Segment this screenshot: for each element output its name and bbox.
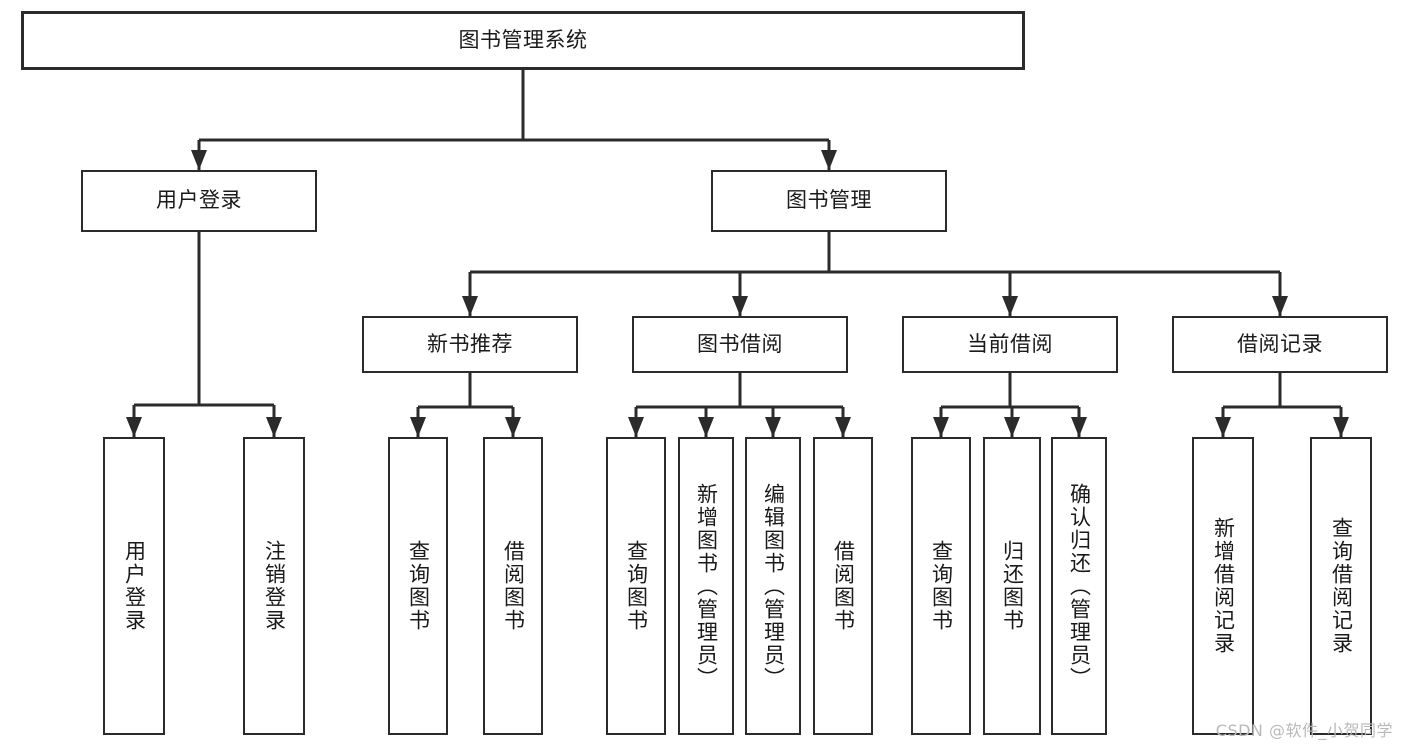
node-label: 借阅图书 xyxy=(831,540,856,632)
node-label: 注销登录 xyxy=(262,540,287,632)
node-label: 用户登录 xyxy=(156,188,242,213)
node-label: 编辑图书（管理员） xyxy=(761,482,786,690)
node-user-login[interactable]: 用户登录 xyxy=(81,170,317,232)
node-leaf-confirm-return[interactable]: 确认归还（管理员） xyxy=(1051,437,1107,735)
node-root[interactable]: 图书管理系统 xyxy=(21,11,1025,70)
node-label: 查询图书 xyxy=(406,540,431,632)
node-label: 当前借阅 xyxy=(967,331,1053,356)
node-leaf-query-book-2[interactable]: 查询图书 xyxy=(606,437,666,735)
arrow-head-book-borrow xyxy=(732,296,748,316)
node-leaf-query-book-3[interactable]: 查询图书 xyxy=(911,437,971,735)
arrow-head-leaf-query-record xyxy=(1333,417,1349,437)
node-new-book-rec[interactable]: 新书推荐 xyxy=(362,316,578,373)
arrow-head-leaf-user-login xyxy=(126,417,142,437)
arrow-head-borrow-record xyxy=(1272,296,1288,316)
arrow-head-book-manage xyxy=(821,150,837,170)
arrow-head-new-book-rec xyxy=(462,296,478,316)
node-leaf-user-login[interactable]: 用户登录 xyxy=(103,437,165,735)
node-book-manage[interactable]: 图书管理 xyxy=(711,170,947,232)
arrow-head-leaf-borrow-book-1 xyxy=(505,417,521,437)
node-label: 借阅记录 xyxy=(1237,331,1323,356)
node-leaf-query-book-1[interactable]: 查询图书 xyxy=(388,437,448,735)
node-label: 图书管理系统 xyxy=(458,27,588,52)
arrow-head-leaf-borrow-book-2 xyxy=(835,417,851,437)
node-label: 查询图书 xyxy=(929,540,954,632)
arrow-head-leaf-query-book-2 xyxy=(628,417,644,437)
node-label: 新书推荐 xyxy=(427,331,513,356)
arrow-head-leaf-confirm-return xyxy=(1071,417,1087,437)
node-leaf-add-book[interactable]: 新增图书（管理员） xyxy=(678,437,734,735)
node-leaf-query-record[interactable]: 查询借阅记录 xyxy=(1310,437,1372,735)
node-label: 归还图书 xyxy=(1000,540,1025,632)
node-label: 确认归还（管理员） xyxy=(1067,482,1092,690)
node-leaf-add-record[interactable]: 新增借阅记录 xyxy=(1192,437,1254,735)
node-leaf-return-book[interactable]: 归还图书 xyxy=(983,437,1041,735)
node-borrow-record[interactable]: 借阅记录 xyxy=(1172,316,1388,373)
node-label: 用户登录 xyxy=(122,540,147,632)
node-label: 查询图书 xyxy=(624,540,649,632)
arrow-head-leaf-query-book-1 xyxy=(410,417,426,437)
node-leaf-logout[interactable]: 注销登录 xyxy=(243,437,305,735)
arrow-head-leaf-return-book xyxy=(1004,417,1020,437)
watermark-text: CSDN @软件_小贺同学 xyxy=(1215,721,1393,740)
arrow-head-leaf-edit-book xyxy=(765,417,781,437)
node-label: 图书管理 xyxy=(786,188,872,213)
node-book-borrow[interactable]: 图书借阅 xyxy=(632,316,848,373)
node-leaf-edit-book[interactable]: 编辑图书（管理员） xyxy=(745,437,801,735)
arrow-head-leaf-add-record xyxy=(1215,417,1231,437)
node-label: 借阅图书 xyxy=(501,540,526,632)
node-leaf-borrow-book-2[interactable]: 借阅图书 xyxy=(813,437,873,735)
node-label: 新增图书（管理员） xyxy=(694,482,719,690)
arrow-head-leaf-logout xyxy=(266,417,282,437)
arrow-head-leaf-query-book-3 xyxy=(933,417,949,437)
arrow-head-user-login xyxy=(191,150,207,170)
node-label: 图书借阅 xyxy=(697,331,783,356)
node-current-borrow[interactable]: 当前借阅 xyxy=(902,316,1118,373)
arrow-head-current-borrow xyxy=(1002,296,1018,316)
node-label: 查询借阅记录 xyxy=(1329,517,1354,655)
node-leaf-borrow-book-1[interactable]: 借阅图书 xyxy=(483,437,543,735)
arrow-head-leaf-add-book xyxy=(698,417,714,437)
node-label: 新增借阅记录 xyxy=(1211,517,1236,655)
